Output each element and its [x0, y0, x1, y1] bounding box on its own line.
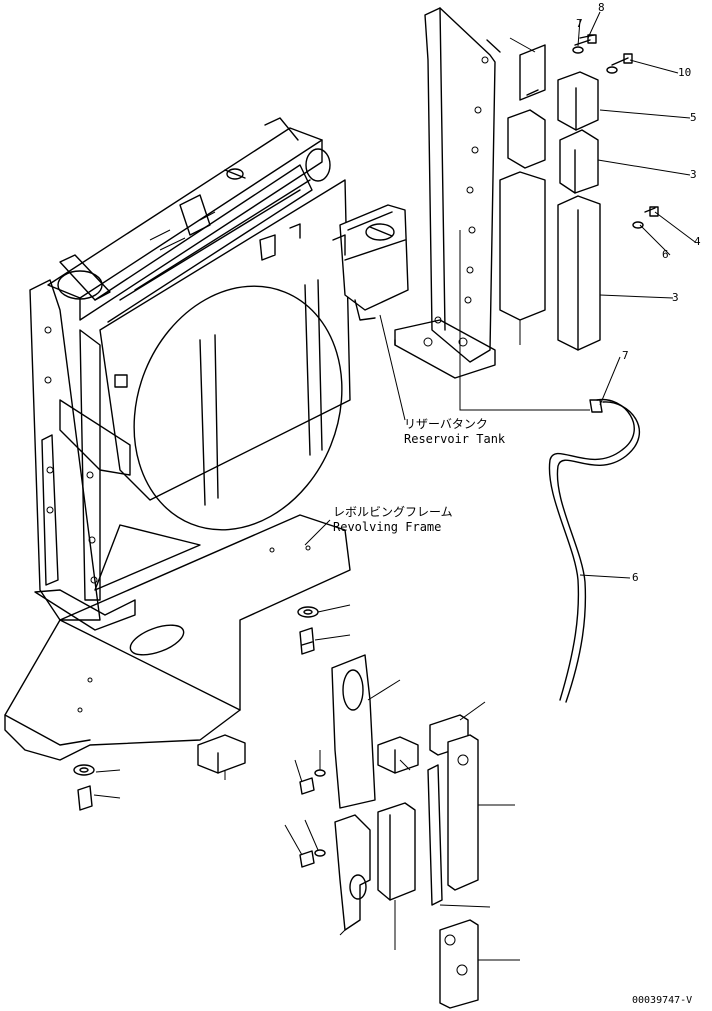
revolving-frame-label-jp: レボルビングフレーム: [333, 505, 453, 519]
part-number: 10: [678, 66, 692, 79]
overflow-hose: [459, 230, 640, 703]
reservoir-tank: [332, 204, 409, 321]
revolving-frame-plate: [4, 514, 351, 761]
leader-lines: [93, 11, 696, 961]
revolving-frame-label-en: Revolving Frame: [333, 520, 442, 534]
upper-bracket-plate: [394, 7, 501, 379]
part-number: 6: [662, 248, 669, 261]
part-number: 8: [598, 1, 605, 14]
reservoir-tank-label-en: Reservoir Tank: [404, 432, 506, 446]
part-number: 3: [672, 291, 679, 304]
part-number: 4: [694, 235, 701, 248]
part-number: 7: [622, 349, 629, 362]
drawing-number: 00039747-V: [632, 995, 693, 1006]
part-number: 3: [690, 168, 697, 181]
reservoir-tank-label-jp: リザーバタンク: [404, 417, 488, 431]
upper-pads: [499, 34, 659, 351]
part-number: 5: [690, 111, 697, 124]
part-number: 7: [576, 17, 583, 30]
radiator-shroud-assembly: [29, 117, 351, 631]
part-number: 6: [632, 571, 639, 584]
lower-parts: [73, 606, 479, 1009]
